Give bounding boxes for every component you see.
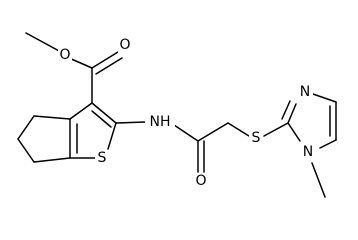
atom-nh: NH	[150, 114, 171, 130]
chemical-structure: O O NH S O S N N	[17, 32, 337, 198]
bond-c5im-n1	[319, 139, 337, 149]
bond-c2-s	[107, 122, 117, 150]
bond-s-imidazole	[263, 122, 289, 137]
bond-carbonyl-ch2	[197, 122, 229, 142]
bond-ch2-s	[227, 122, 250, 137]
atom-s-thioether: S	[252, 130, 261, 146]
atom-o-ester-carbonyl: O	[119, 37, 130, 53]
bond-o-ester-carbon	[68, 57, 93, 69]
atom-labels: O O NH S O S N N	[58, 37, 316, 189]
bond-c3-c2-inner	[91, 110, 112, 128]
bond-c2im-n3-inner	[281, 100, 291, 120]
bond-c3a-c4	[33, 115, 71, 120]
bond-n1-methyl	[311, 162, 326, 198]
bond-c3a-c3	[69, 102, 93, 120]
bond-ester-carbonyl-1	[91, 51, 119, 69]
bond-c4-c5	[17, 115, 35, 140]
bond-n1-c2im	[287, 122, 301, 142]
bond-ester-carbonyl-2	[95, 57, 123, 75]
structure-canvas: O O NH S O S N N	[17, 32, 337, 198]
atom-o-amide-carbonyl: O	[195, 173, 206, 189]
bond-c2im-n3	[287, 103, 297, 124]
bond-methyl-o	[25, 32, 62, 53]
bond-c5-c6	[17, 138, 35, 163]
atom-n-imidazole-top: N	[300, 84, 310, 100]
atom-o-methoxy: O	[59, 47, 70, 63]
bond-nh-carbonyl	[173, 124, 199, 142]
atom-n-imidazole-methyl: N	[303, 144, 313, 160]
bond-c3-c2	[91, 102, 117, 124]
bonds	[17, 32, 337, 198]
bond-n3-c4	[312, 93, 337, 103]
atom-s-thiophene: S	[98, 150, 107, 166]
bond-c6-c7a	[33, 157, 71, 163]
bond-c2-nh	[115, 121, 147, 124]
